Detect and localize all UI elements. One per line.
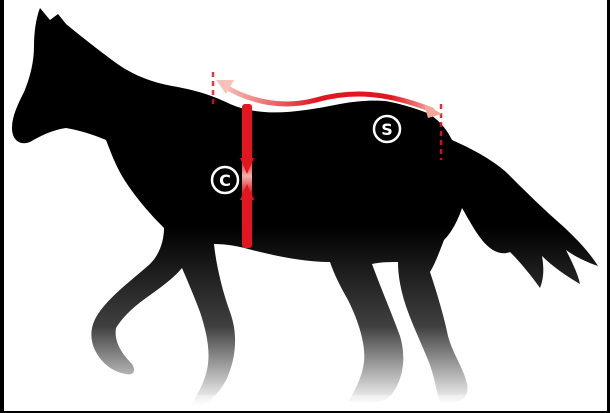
back-arrow-line: [221, 83, 435, 113]
right-border: [607, 0, 610, 413]
bottom-border: [0, 411, 610, 413]
girth-marker-circle: [210, 165, 240, 195]
girth-marker-label: C: [219, 171, 231, 190]
length-marker-circle: [372, 114, 402, 144]
length-marker: S: [372, 114, 402, 144]
length-marker-label: S: [381, 120, 393, 139]
back-length-measurement: [211, 72, 443, 160]
back-arrow-head-left: [216, 80, 234, 94]
hoof-fade: [100, 395, 500, 411]
back-arrow-head-right: [424, 104, 442, 118]
girth-measurement: [240, 104, 254, 248]
horse-silhouette: [12, 8, 598, 406]
left-border: [0, 0, 4, 413]
girth-arrow-up: [240, 184, 254, 200]
girth-arrow-down: [240, 158, 254, 174]
girth-band: [242, 104, 252, 248]
left-tick-marks: [4, 19, 8, 373]
girth-marker: C: [210, 165, 240, 195]
